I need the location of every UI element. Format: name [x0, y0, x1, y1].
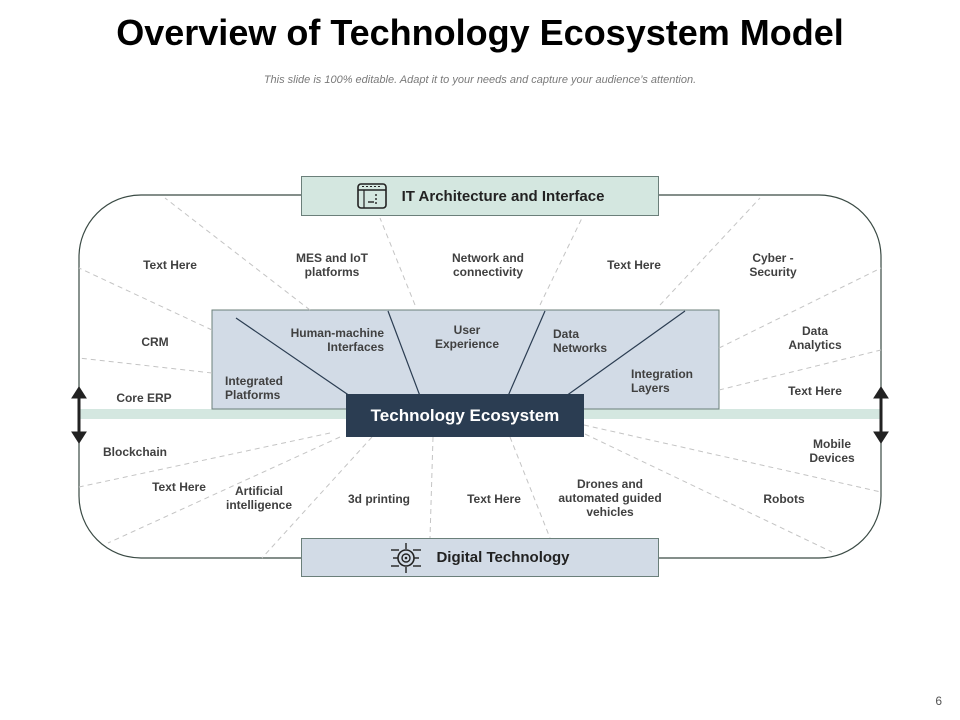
outer-item-cyber-security: Cyber - Security [749, 251, 797, 279]
outer-item-text-here-4: Text Here [152, 480, 206, 494]
technology-ecosystem-box: Technology Ecosystem [346, 394, 584, 437]
inner-item-integration-layers: Integration Layers [631, 367, 693, 395]
outer-item-core-erp: Core ERP [116, 391, 172, 405]
outer-item-text-here-1: Text Here [143, 258, 197, 272]
left-double-arrow [71, 386, 87, 444]
digital-technology-box: Digital Technology [301, 538, 659, 577]
inner-spokes [235, 310, 686, 397]
outer-item-mobile-devices: Mobile Devices [809, 437, 855, 465]
inner-item-human-machine-interfaces: Human-machine Interfaces [290, 326, 384, 354]
outer-item-blockchain: Blockchain [102, 445, 168, 459]
outer-item-text-here-3: Text Here [788, 384, 842, 398]
outer-item-network-connectivity: Network and connectivity [451, 251, 524, 279]
technology-ecosystem-label: Technology Ecosystem [370, 405, 560, 425]
inner-item-integrated-platforms: Integrated Platforms [225, 374, 284, 402]
chip-circuit-icon [391, 542, 422, 573]
outer-item-artificial-intelligence: Artificial intelligence [225, 484, 293, 512]
outer-item-crm: CRM [141, 335, 169, 349]
outer-item-text-here-5: Text Here [467, 492, 521, 506]
outer-item-text-here-2: Text Here [607, 258, 661, 272]
outer-item-3d-printing: 3d printing [348, 492, 410, 506]
right-double-arrow [873, 386, 889, 444]
outer-item-drones-agv: Drones and automated guided vehicles [558, 477, 662, 519]
page-subtitle: This slide is 100% editable. Adapt it to… [263, 74, 697, 86]
outer-item-data-analytics: Data Analytics [788, 324, 842, 352]
inner-item-user-experience: User Experience [434, 323, 500, 351]
outer-item-mes-iot-platforms: MES and IoT platforms [296, 251, 368, 279]
radial-dashed-lines [78, 197, 882, 559]
it-architecture-box: IT Architecture and Interface [301, 176, 659, 216]
page-title: Overview of Technology Ecosystem Model [116, 12, 844, 53]
inner-item-data-networks: Data Networks [553, 327, 608, 355]
digital-technology-label: Digital Technology [436, 549, 570, 566]
page-number: 6 [935, 694, 942, 708]
window-grid-icon [356, 183, 387, 209]
outer-item-robots: Robots [763, 492, 805, 506]
it-architecture-label: IT Architecture and Interface [401, 187, 605, 205]
